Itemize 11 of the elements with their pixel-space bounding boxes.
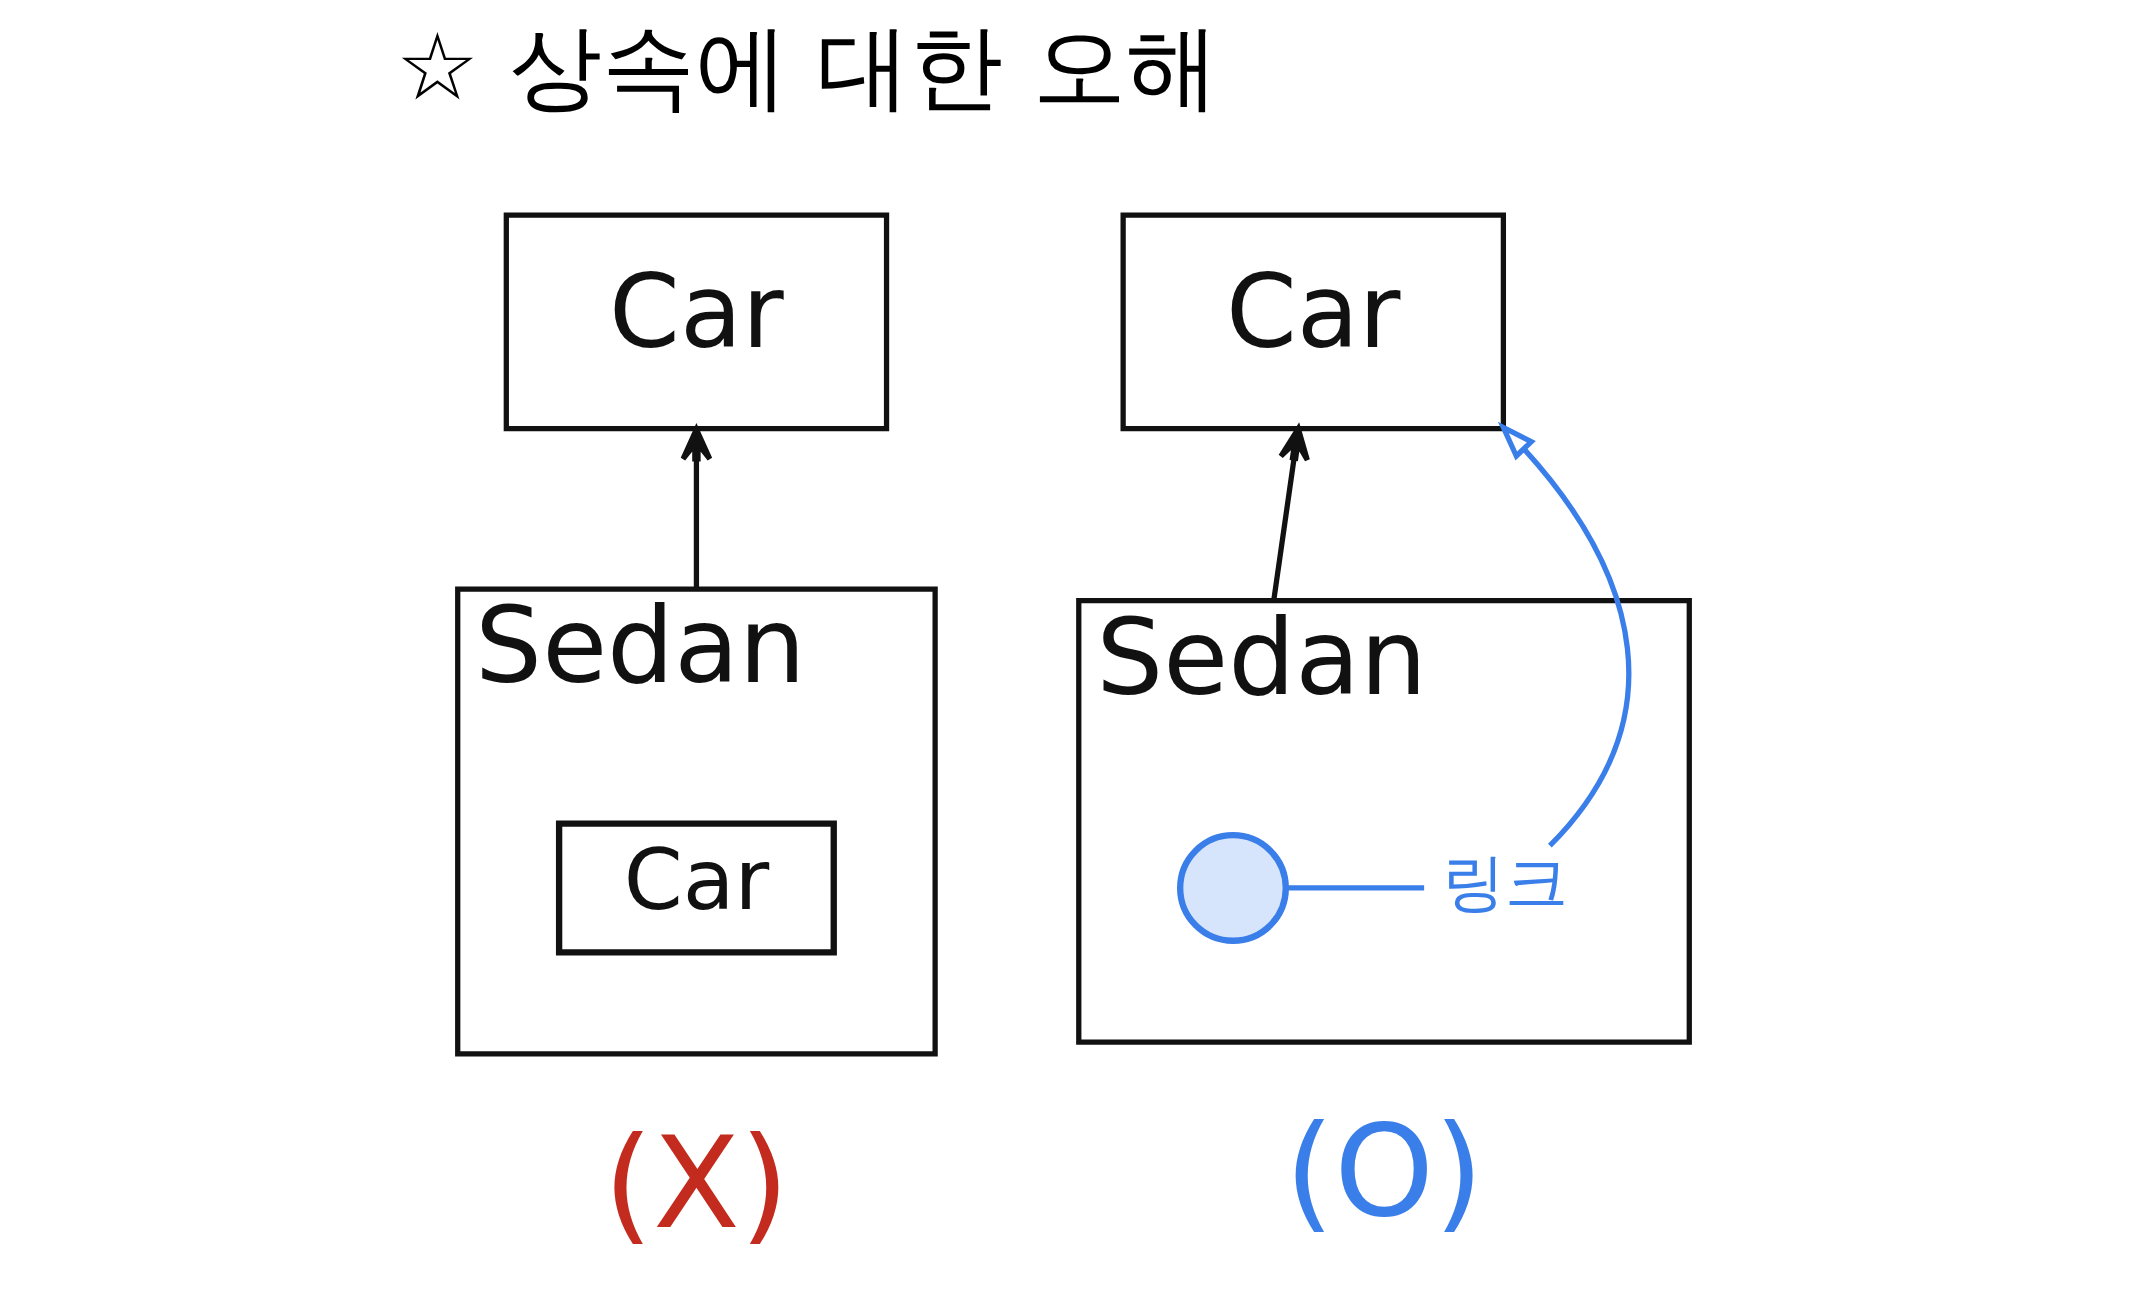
node-box: Car	[1120, 212, 1506, 432]
diagram-title: ☆ 상속에 대한 오해	[395, 13, 1219, 122]
node-box: Car	[503, 212, 889, 432]
label: (X)	[603, 1109, 789, 1258]
connector	[1285, 885, 1424, 891]
node-box: Car	[555, 820, 837, 956]
label: (O)	[1284, 1097, 1483, 1246]
arrow	[1497, 421, 1631, 848]
arrow	[680, 426, 712, 590]
node-circle	[1176, 832, 1289, 944]
node-text: 링크	[1441, 844, 1568, 919]
